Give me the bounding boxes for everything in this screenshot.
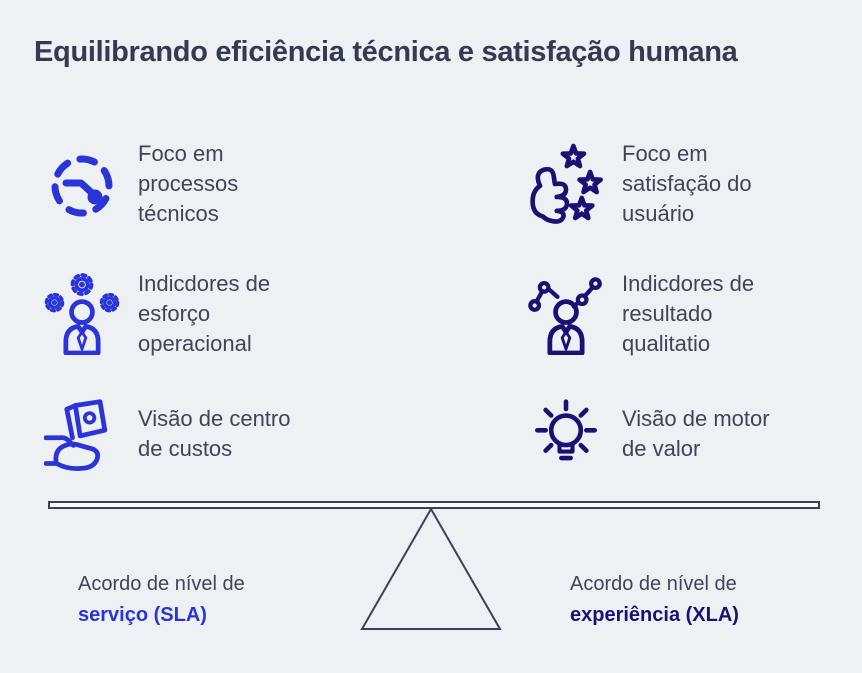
feature-label: Indicdores de esforço operacional	[138, 271, 271, 356]
thumbs-up-stars-icon	[526, 143, 606, 225]
fulcrum-triangle	[354, 506, 508, 636]
feature-item-satisfaction: Foco em satisfação do usuário	[526, 136, 862, 232]
xla-label: Acordo de nível de experiência (XLA)	[570, 569, 739, 631]
cash-hand-icon	[42, 394, 122, 474]
feature-item-value: Visão de motor de valor	[526, 392, 862, 476]
lightbulb-icon	[526, 398, 606, 470]
feature-label: Visão de centro de custos	[138, 406, 291, 461]
sla-label: Acordo de nível de serviço (SLA)	[78, 569, 245, 631]
sla-label-line2: serviço (SLA)	[78, 604, 207, 626]
feature-label: Foco em satisfação do usuário	[622, 141, 752, 226]
xla-label-line2: experiência (XLA)	[570, 604, 739, 626]
balance-beam	[48, 501, 820, 509]
gauge-icon	[42, 147, 122, 221]
person-gears-icon	[42, 273, 122, 355]
feature-item-costs: Visão de centro de custos	[42, 392, 392, 476]
feature-label: Indicdores de resultado qualitatio	[622, 271, 755, 356]
feature-label: Visão de motor de valor	[622, 406, 770, 461]
feature-item-effort: Indicdores de esforço operacional	[42, 266, 392, 362]
feature-label: Foco em processos técnicos	[138, 141, 239, 226]
xla-label-line1: Acordo de nível de	[570, 573, 737, 595]
person-network-icon	[526, 273, 606, 355]
page-title: Equilibrando eficiência técnica e satisf…	[34, 36, 738, 68]
sla-label-line1: Acordo de nível de	[78, 573, 245, 595]
feature-item-outcome: Indicdores de resultado qualitatio	[526, 266, 862, 362]
feature-item-processes: Foco em processos técnicos	[42, 136, 392, 232]
